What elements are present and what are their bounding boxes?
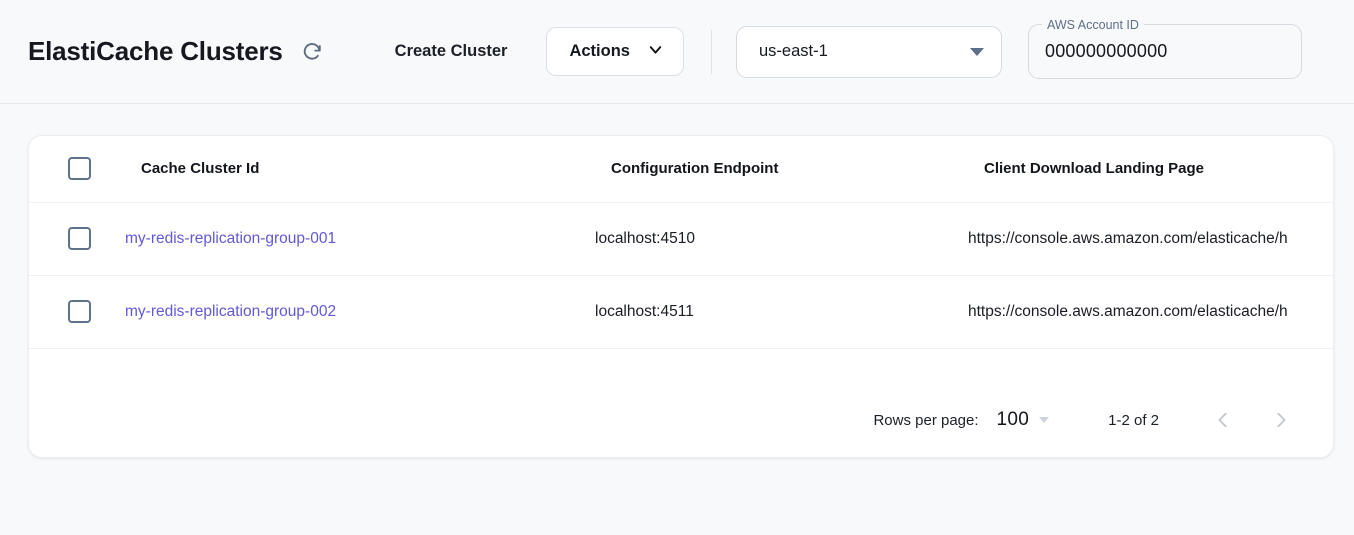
cell-configuration-endpoint: localhost:4510	[595, 202, 968, 276]
refresh-icon[interactable]	[297, 37, 327, 67]
actions-button[interactable]: Actions	[546, 27, 684, 76]
header-divider	[710, 29, 712, 74]
region-select[interactable]: us-east-1	[735, 25, 1002, 78]
table-header: Cache Cluster Id Configuration Endpoint …	[29, 136, 1333, 203]
page-title: ElastiCache Clusters	[28, 36, 283, 66]
clusters-table: Cache Cluster Id Configuration Endpoint …	[29, 136, 1333, 349]
row-checkbox[interactable]	[68, 300, 91, 323]
select-all-checkbox[interactable]	[68, 157, 91, 181]
caret-down-icon	[1039, 417, 1050, 423]
column-header-configuration-endpoint[interactable]: Configuration Endpoint	[595, 136, 968, 203]
aws-account-id-field[interactable]: AWS Account ID 000000000000	[1027, 17, 1302, 79]
select-all-cell	[29, 136, 125, 203]
cell-cache-cluster-id: my-redis-replication-group-001	[125, 202, 595, 276]
rows-per-page-label: Rows per page:	[873, 411, 979, 429]
table-row[interactable]: my-redis-replication-group-002 localhost…	[29, 275, 1333, 349]
endpoint-text: localhost:4510	[595, 229, 695, 247]
app-header: ElastiCache Clusters Create Cluster Acti…	[0, 0, 1354, 104]
cell-client-download-landing-page: https://console.aws.amazon.com/elasticac…	[968, 275, 1333, 349]
cell-configuration-endpoint: localhost:4511	[595, 275, 968, 349]
row-select-cell	[29, 202, 125, 276]
chevron-right-icon[interactable]	[1259, 398, 1303, 442]
endpoint-text: localhost:4511	[595, 302, 694, 320]
actions-button-label: Actions	[569, 42, 630, 60]
column-header-label: Cache Cluster Id	[141, 160, 260, 178]
row-select-cell	[29, 275, 125, 349]
rows-per-page-value: 100	[996, 409, 1030, 430]
cluster-id-link[interactable]: my-redis-replication-group-001	[125, 229, 337, 247]
table-header-row: Cache Cluster Id Configuration Endpoint …	[29, 136, 1333, 203]
column-header-label: Configuration Endpoint	[611, 160, 779, 178]
title-group: ElastiCache Clusters	[28, 36, 327, 67]
landing-page-text: https://console.aws.amazon.com/elasticac…	[968, 302, 1288, 320]
create-cluster-button[interactable]: Create Cluster	[389, 34, 514, 69]
cell-client-download-landing-page: https://console.aws.amazon.com/elasticac…	[968, 202, 1333, 276]
column-header-label: Client Download Landing Page	[984, 160, 1205, 178]
cluster-id-link[interactable]: my-redis-replication-group-002	[125, 302, 337, 320]
table-row[interactable]: my-redis-replication-group-001 localhost…	[29, 202, 1333, 276]
caret-down-icon	[969, 47, 984, 56]
landing-page-text: https://console.aws.amazon.com/elasticac…	[968, 229, 1288, 247]
region-select-value: us-east-1	[758, 42, 828, 60]
pagination-bar: Rows per page: 100 1-2 of 2	[29, 383, 1333, 457]
clusters-table-card: Cache Cluster Id Configuration Endpoint …	[28, 135, 1334, 458]
column-header-client-download-landing-page[interactable]: Client Download Landing Page	[968, 136, 1333, 203]
row-checkbox[interactable]	[68, 227, 91, 250]
chevron-left-icon[interactable]	[1201, 398, 1245, 442]
column-header-cache-cluster-id[interactable]: Cache Cluster Id	[125, 136, 595, 203]
pagination-range: 1-2 of 2	[1108, 411, 1159, 429]
chevron-down-icon	[646, 40, 665, 64]
table-body: my-redis-replication-group-001 localhost…	[29, 202, 1333, 349]
rows-per-page-select[interactable]: 100	[995, 405, 1052, 435]
aws-account-id-label: AWS Account ID	[1041, 17, 1144, 33]
cell-cache-cluster-id: my-redis-replication-group-002	[125, 275, 595, 349]
aws-account-id-value: 000000000000	[1044, 41, 1168, 61]
